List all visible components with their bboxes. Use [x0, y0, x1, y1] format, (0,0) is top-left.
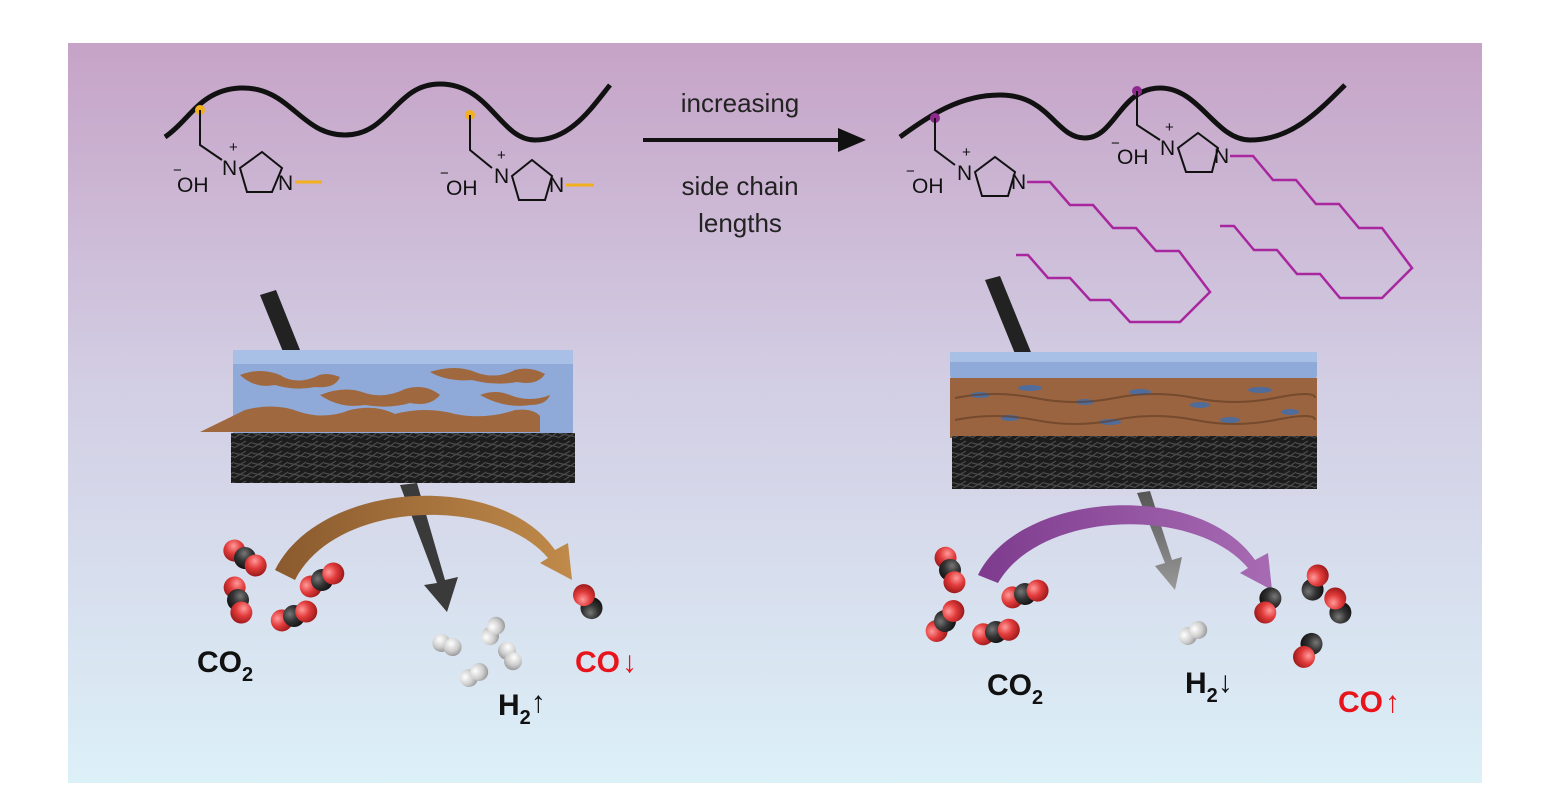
- nitrogen-label: N: [222, 157, 237, 180]
- svg-text:CO↓: CO↓: [575, 646, 637, 679]
- left-incoming-arrow: [260, 290, 304, 364]
- left-imidazolium-1: − OH + N N: [173, 110, 322, 197]
- svg-text:H2↑: H2↑: [498, 686, 546, 729]
- hydroxide-label: OH: [177, 174, 209, 197]
- neg-charge: −: [440, 165, 449, 182]
- svg-text:CO2: CO2: [987, 669, 1043, 709]
- svg-text:CO2: CO2: [197, 646, 253, 686]
- left-brown-ionomer-phase: [200, 368, 550, 432]
- long-alkyl-chain-1: [1016, 180, 1212, 324]
- right-co-label: CO↑: [1338, 686, 1400, 719]
- hydroxide-label: OH: [912, 175, 944, 198]
- pos-charge: +: [962, 144, 971, 161]
- nitrogen-label: N: [1011, 171, 1026, 194]
- trend-up-icon: ↑: [531, 686, 546, 719]
- trend-up-icon: ↑: [1385, 686, 1400, 719]
- right-co2-label: CO2: [987, 669, 1043, 709]
- arrow-bottom-text-2: lengths: [698, 208, 782, 238]
- nitrogen-label: N: [494, 165, 509, 188]
- side-chain-arrow: increasing side chain lengths: [643, 88, 866, 238]
- pos-charge: +: [1165, 119, 1174, 136]
- trend-down-icon: ↓: [622, 646, 637, 679]
- right-incoming-arrow: [985, 276, 1035, 366]
- right-brown-ionomer-phase: [950, 378, 1317, 438]
- long-alkyl-chain-2: [1220, 154, 1414, 300]
- right-imidazolium-2: − OH + N N: [1111, 91, 1414, 300]
- left-co2-label: CO2: [197, 646, 253, 686]
- right-h2-label: H2↓: [1185, 666, 1233, 707]
- nitrogen-label: N: [278, 172, 293, 195]
- nitrogen-label: N: [1160, 137, 1175, 160]
- left-polymer-structure: − OH + N N − OH + N N: [163, 81, 612, 201]
- nitrogen-label: N: [549, 174, 564, 197]
- left-gas-diffusion-layer: [231, 433, 575, 483]
- left-polymer-backbone: [163, 81, 612, 143]
- pos-charge: +: [497, 147, 506, 164]
- nitrogen-label: N: [1214, 145, 1229, 168]
- right-polymer-backbone: [898, 83, 1347, 143]
- right-electrode: [950, 276, 1317, 590]
- neg-charge: −: [1111, 135, 1120, 152]
- svg-text:H2↓: H2↓: [1185, 666, 1233, 707]
- neg-charge: −: [173, 162, 182, 179]
- arrow-bottom-text-1: side chain: [681, 171, 798, 201]
- left-imidazolium-2: − OH + N N: [440, 115, 594, 201]
- svg-text:CO↑: CO↑: [1338, 686, 1400, 719]
- right-polymer-structure: − OH + N N − OH + N N: [898, 83, 1414, 324]
- hydroxide-label: OH: [446, 177, 478, 200]
- arrow-head: [838, 128, 866, 152]
- right-gas-diffusion-layer: [952, 436, 1317, 489]
- right-co-arrow: [978, 505, 1272, 590]
- left-co-arrow: [275, 495, 572, 580]
- nitrogen-label: N: [957, 162, 972, 185]
- hydroxide-label: OH: [1117, 146, 1149, 169]
- pos-charge: +: [229, 139, 238, 156]
- arrow-top-text: increasing: [681, 88, 800, 118]
- neg-charge: −: [906, 163, 915, 180]
- trend-down-icon: ↓: [1218, 666, 1233, 699]
- left-h2-label: H2↑: [498, 686, 546, 729]
- right-imidazolium-1: − OH + N N: [906, 118, 1212, 324]
- left-electrode: [200, 290, 575, 612]
- left-co-label: CO↓: [575, 646, 637, 679]
